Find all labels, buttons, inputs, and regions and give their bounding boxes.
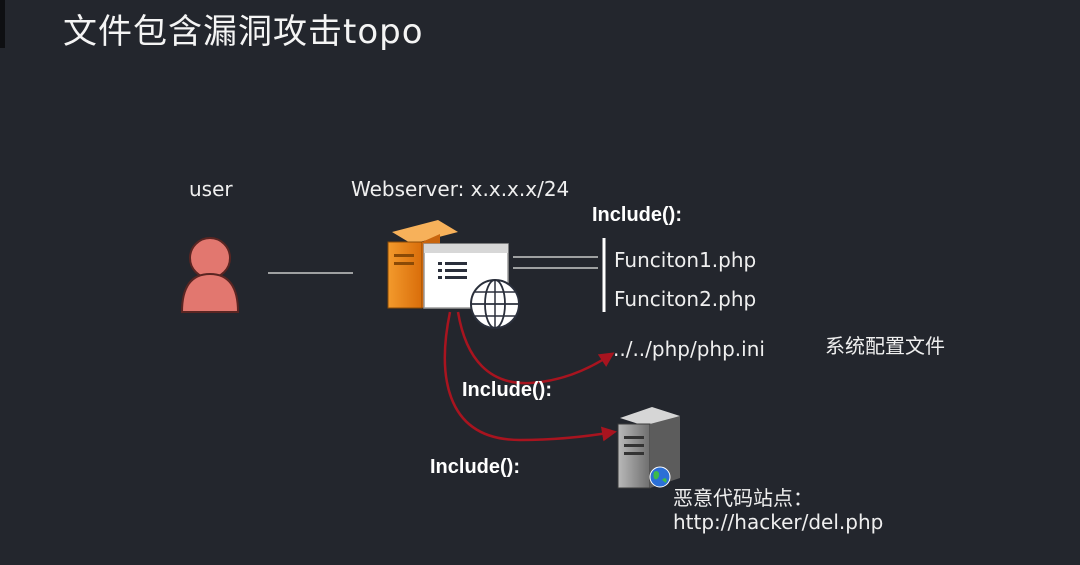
malicious-server-icon (617, 407, 680, 489)
malicious-url: http://hacker/del.php (673, 510, 884, 534)
malicious-site-title: 恶意代码站点： (673, 486, 813, 510)
remote-include-arrow (443, 311, 617, 442)
globe-icon (470, 279, 520, 329)
user-icon (180, 237, 240, 313)
webserver-label: Webserver: x.x.x.x/24 (351, 177, 570, 201)
slide-title: 文件包含漏洞攻击topo (63, 12, 424, 52)
remote-include-label: Include(): (430, 456, 520, 478)
php-ini-path: ../../php/php.ini (613, 337, 765, 361)
local-include-label: Include(): (462, 379, 552, 401)
include-file-2: Funciton2.php (614, 287, 757, 311)
left-edge-bar (0, 0, 5, 48)
user-label: user (189, 177, 233, 201)
include-file-1: Funciton1.php (614, 248, 757, 272)
local-include-arrow (456, 311, 615, 385)
world-badge-icon (649, 466, 671, 488)
include-box-label: Include(): (592, 204, 682, 226)
config-file-note: 系统配置文件 (825, 334, 945, 358)
webserver-icon (387, 220, 509, 309)
